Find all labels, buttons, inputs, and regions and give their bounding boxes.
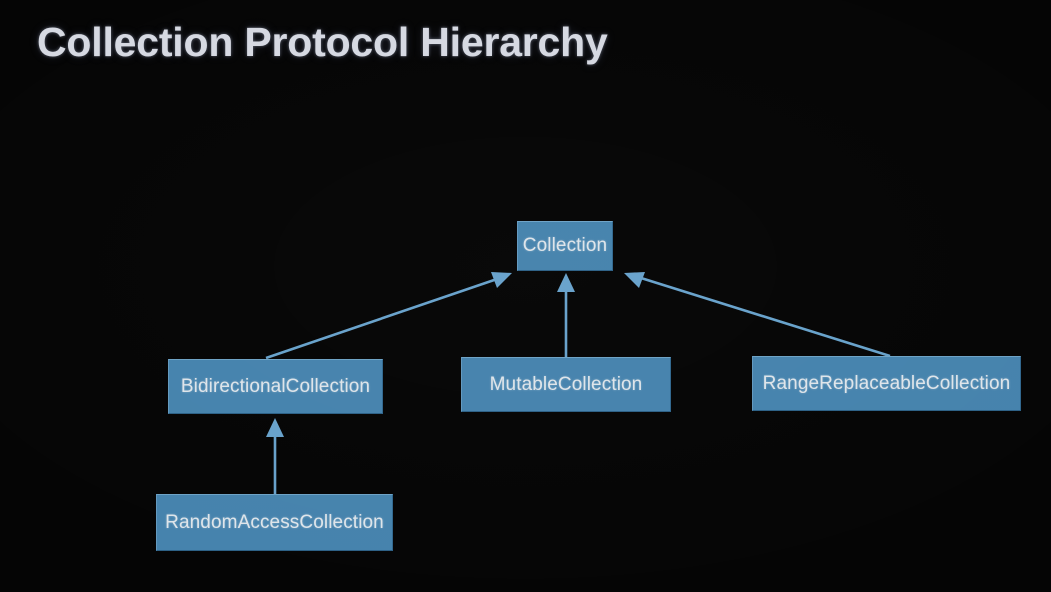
- node-bidirectional-collection[interactable]: BidirectionalCollection: [168, 359, 383, 414]
- node-random-access-collection[interactable]: RandomAccessCollection: [156, 494, 393, 551]
- node-collection[interactable]: Collection: [517, 221, 613, 271]
- page-title: Collection Protocol Hierarchy: [37, 19, 608, 65]
- edge-randomaccess-to-bidirectional: [266, 418, 284, 494]
- edge-rangereplaceable-to-collection: [624, 272, 891, 358]
- edge-bidirectional-to-collection: [265, 272, 512, 360]
- node-mutable-collection[interactable]: MutableCollection: [461, 357, 671, 412]
- edge-mutable-to-collection: [557, 273, 575, 357]
- node-range-replaceable-collection[interactable]: RangeReplaceableCollection: [752, 356, 1021, 411]
